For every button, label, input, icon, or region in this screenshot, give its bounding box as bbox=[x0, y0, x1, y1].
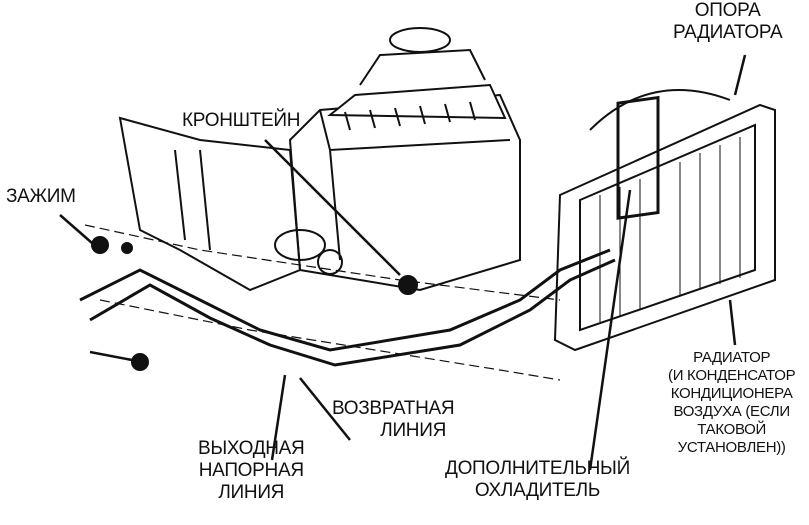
label-radiator: РАДИАТОР (И КОНДЕНСАТОР КОНДИЦИОНЕРА ВОЗ… bbox=[668, 349, 796, 457]
transmission bbox=[118, 116, 302, 292]
label-clamp: ЗАЖИМ bbox=[6, 186, 76, 207]
clamp-upper bbox=[91, 236, 109, 254]
label-line: РАДИАТОР bbox=[693, 349, 771, 366]
starter bbox=[274, 229, 326, 261]
label-line: ЛИНИЯ bbox=[218, 482, 285, 503]
label-line: КОНДИЦИОНЕРА bbox=[670, 385, 793, 402]
fan-shroud bbox=[589, 89, 731, 131]
label-line: ЛИНИЯ bbox=[380, 420, 447, 441]
label-line: НАПОРНАЯ bbox=[198, 460, 304, 481]
label-line: ВОЗДУХА (ЕСЛИ bbox=[673, 403, 790, 420]
label-line: ОХЛАДИТЕЛЬ bbox=[474, 480, 601, 501]
intake bbox=[359, 48, 486, 86]
cooler-lines bbox=[79, 248, 611, 352]
label-aux-cooler: ДОПОЛНИТЕЛЬНЫЙ ОХЛАДИТЕЛЬ bbox=[445, 458, 630, 502]
label-bracket: КРОНШТЕЙН bbox=[182, 110, 301, 131]
bracket-part bbox=[398, 275, 418, 295]
clamp-lower bbox=[131, 353, 149, 371]
label-radiator-support: ОПОРА РАДИАТОРА bbox=[673, 0, 783, 44]
label-line: ВОЗВРАТНАЯ bbox=[332, 398, 455, 419]
label-line: ТАКОВОЙ bbox=[697, 421, 767, 438]
label-line: РАДИАТОРА bbox=[673, 22, 783, 43]
label-return-line: ВОЗВРАТНАЯ ЛИНИЯ bbox=[332, 398, 455, 442]
label-line: ВЫХОДНАЯ bbox=[198, 438, 305, 459]
label-line: (И КОНДЕНСАТОР bbox=[668, 367, 796, 384]
radiator-support bbox=[553, 103, 776, 352]
label-line: УСТАНОВЛЕН)) bbox=[677, 439, 786, 456]
valve-cover bbox=[327, 83, 507, 120]
label-line: ОПОРА bbox=[694, 0, 761, 21]
label-line: ДОПОЛНИТЕЛЬНЫЙ bbox=[445, 458, 630, 479]
label-outlet-line: ВЫХОДНАЯ НАПОРНАЯ ЛИНИЯ bbox=[198, 438, 305, 504]
aux-cooler bbox=[616, 95, 660, 220]
